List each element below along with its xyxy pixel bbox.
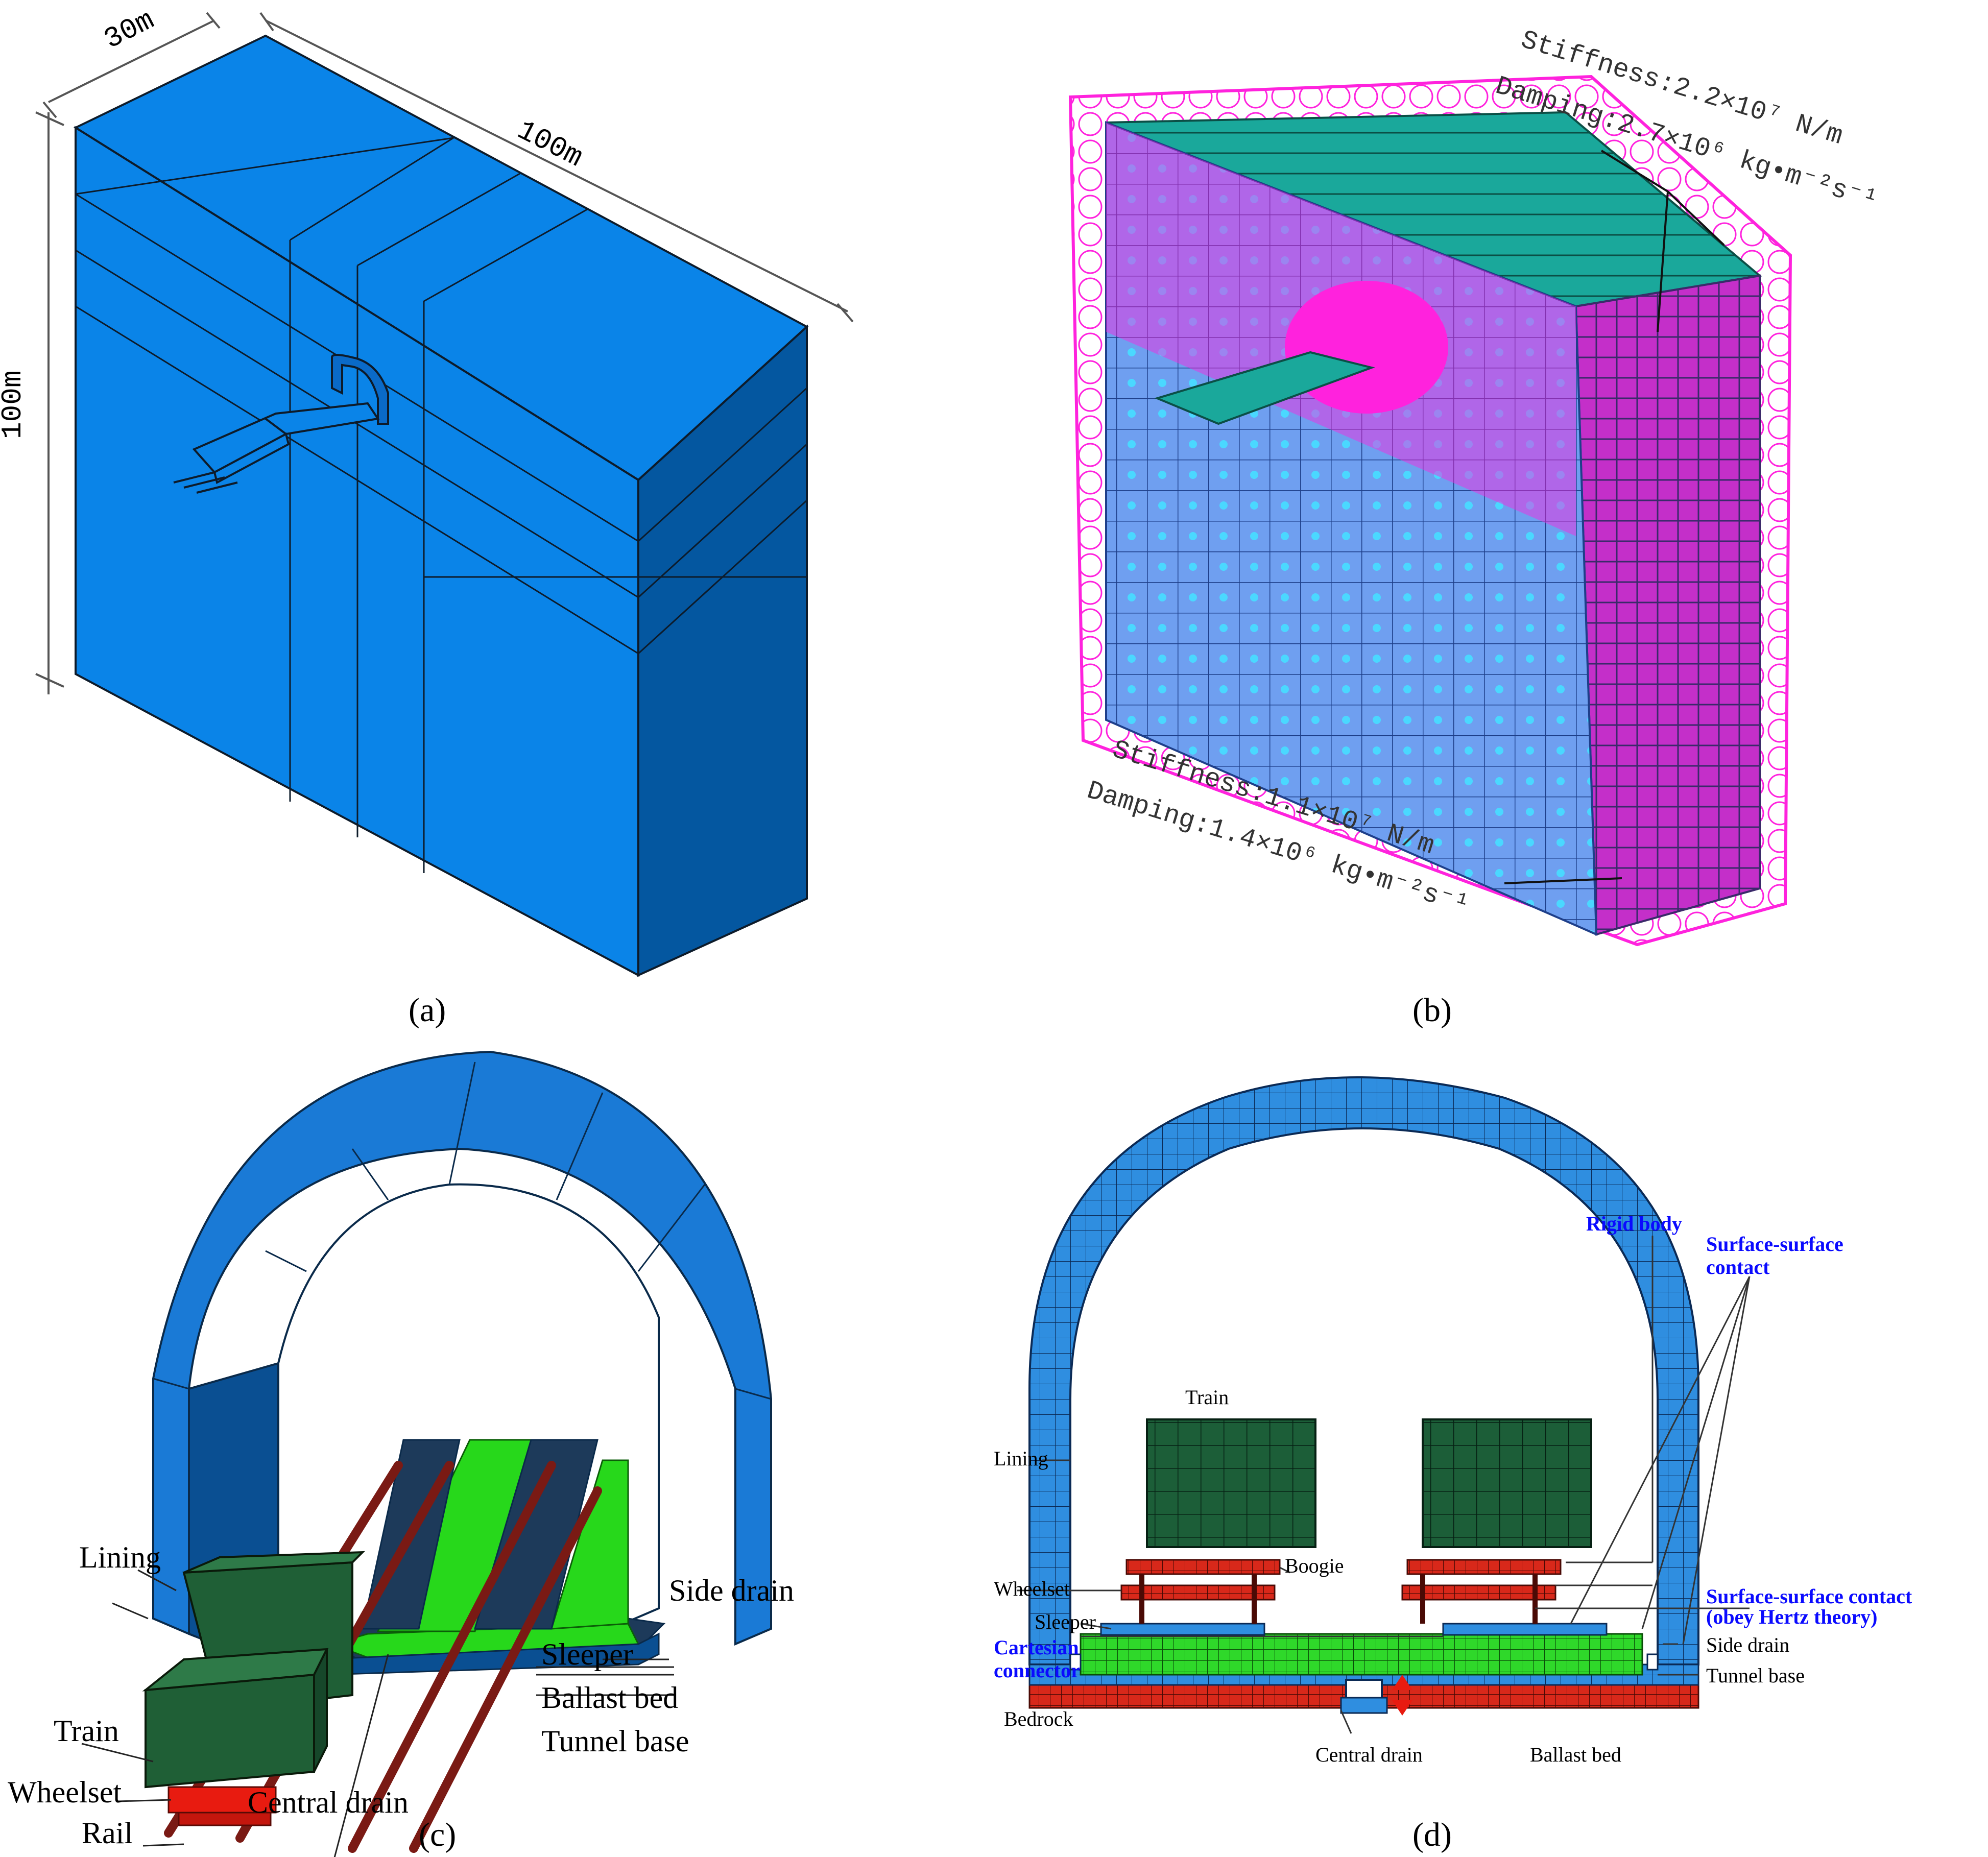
label-bedrock-d: Bedrock [1004,1707,1073,1730]
label-hertz-2: (obey Hertz theory) [1706,1605,1877,1628]
block-top-partitions [75,137,588,302]
mesh-front-face [1105,121,1598,936]
label-ss-contact-1: Surface-surface [1706,1233,1843,1256]
dim-height: 100m [0,371,29,439]
ballast-bed-d [1080,1633,1643,1676]
label-cartesian-1: Cartesian [994,1636,1079,1659]
wheelset [167,1786,277,1826]
caption-a: (a) [409,992,446,1029]
label-lining: Lining [79,1540,161,1574]
label-tunnel-base-d: Tunnel base [1706,1664,1805,1687]
train-right [1422,1418,1592,1548]
dim-length: 100m [512,114,588,174]
label-ss-contact-2: contact [1706,1256,1770,1279]
train [142,1551,366,1789]
label-boogie-d: Boogie [1285,1554,1344,1577]
label-train: Train [54,1714,119,1748]
side-drain-right [1646,1653,1659,1671]
boogie-right [1406,1559,1562,1575]
lining-segments [153,1062,772,1400]
label-central-drain: Central drain [248,1786,409,1819]
tunnel-cross-section: Train Lining Wheelset Sleeper Boogie Car… [994,1076,1912,1853]
label-central-drain-d: Central drain [1315,1743,1423,1766]
panel-c: Lining Train Wheelset Rail Central drain… [0,1031,994,1857]
tunnel-track-mesh [1154,351,1375,425]
panel-a: 30m 100m 100m (a) [0,0,994,1031]
label-side-drain: Side drain [669,1574,794,1607]
side-drain-left [1069,1653,1082,1671]
label-sleeper: Sleeper [541,1637,633,1671]
wheelset-right [1401,1584,1556,1601]
wheel-connectors [1139,1574,1538,1624]
mesh-side-face [1574,274,1761,936]
label-cartesian-2: connector [994,1659,1080,1682]
tunnel-3d-model: Lining Train Wheelset Rail Central drain… [8,1050,794,1857]
label-wheelset: Wheelset [8,1775,122,1809]
caption-c: (c) [419,1816,456,1853]
sleeper-left [1100,1623,1265,1636]
caption-b: (b) [1412,992,1452,1029]
sleeper-right [1442,1623,1608,1636]
dimension-lines [35,12,854,694]
central-drain-d [1345,1679,1383,1701]
tunnel-glow [1285,281,1448,414]
label-rail: Rail [82,1816,133,1850]
label-sleeper-d: Sleeper [1035,1610,1096,1633]
label-hertz-1: Surface-surface contact [1706,1585,1912,1608]
label-ballast-bed-d: Ballast bed [1530,1743,1621,1766]
contact-arrow-down [1392,1700,1412,1716]
leader-lines-c [81,1569,674,1857]
leader-lines-d [1017,1236,1751,1734]
contact-arrow-up [1392,1675,1412,1690]
leader-lines [1504,150,1725,884]
label-train-d: Train [1185,1386,1229,1409]
label-rigid-body: Rigid body [1586,1212,1682,1235]
soil-block-model: 30m 100m 100m (a) [0,4,854,1029]
caption-d: (d) [1412,1816,1452,1853]
label-lining-d: Lining [994,1447,1048,1470]
label-wheelset-d: Wheelset [994,1577,1070,1600]
label-side-drain-d: Side drain [1706,1633,1789,1656]
boogie-left [1125,1559,1281,1575]
panel-d: Train Lining Wheelset Sleeper Boogie Car… [994,1031,1988,1857]
lining-arch [1028,1076,1699,1666]
label-tunnel-base: Tunnel base [541,1724,689,1758]
label-ballast-bed: Ballast bed [541,1681,678,1715]
block-side-layers [637,387,808,655]
train-left [1146,1418,1316,1548]
boundary-springs-model: Stiffness:2.2×10⁷ N/m Damping:2.7×10⁶ kg… [1068,25,1882,1029]
tunnel-portal [331,354,389,425]
panel-b: Stiffness:2.2×10⁷ N/m Damping:2.7×10⁶ kg… [994,0,1988,1031]
tunnel-track-outline [173,402,380,494]
wheelset-left [1120,1584,1276,1601]
dim-width: 30m [99,4,160,56]
